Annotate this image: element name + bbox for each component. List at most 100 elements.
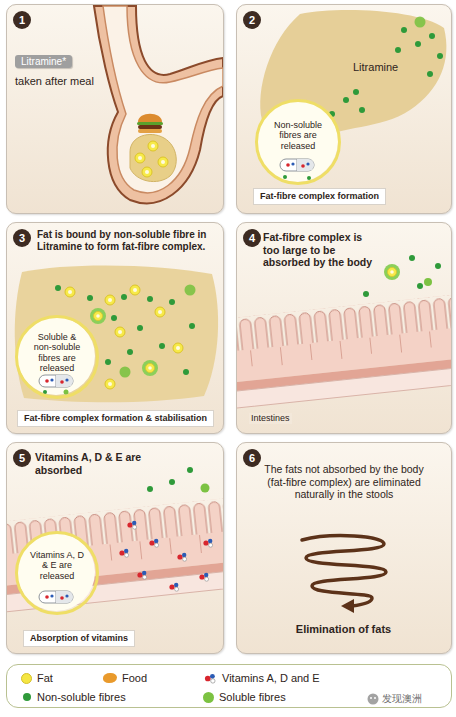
legend-text: Vitamins A, D and E bbox=[222, 672, 320, 684]
legend-text: Soluble fibres bbox=[219, 691, 286, 703]
intestine bbox=[7, 497, 223, 613]
fibre-dot bbox=[187, 467, 193, 473]
panel-text: taken after meal bbox=[15, 75, 107, 88]
detail-bubble: Vitamins A, D & E are released bbox=[15, 531, 99, 615]
fat-dot bbox=[115, 327, 125, 337]
bubble-ground bbox=[256, 100, 338, 182]
vitamin-molecule bbox=[203, 539, 212, 547]
step-number-text: 1 bbox=[19, 15, 25, 26]
fibre-dot bbox=[127, 349, 133, 355]
stomach-lumen bbox=[103, 6, 223, 193]
intestine-layer bbox=[237, 367, 451, 409]
fat-dot bbox=[105, 295, 115, 305]
vitamin-molecule bbox=[127, 521, 136, 529]
fibre-dot bbox=[415, 41, 421, 47]
step-panel: The fats not absorbed by the body (fat-f… bbox=[236, 442, 452, 654]
vitamin-icon-atom bbox=[211, 678, 215, 682]
fat-dot bbox=[158, 157, 168, 167]
soluble-dot bbox=[415, 17, 426, 28]
vitamin-icon bbox=[203, 673, 217, 684]
band-text: Fat-fibre complex formation bbox=[260, 191, 379, 201]
panel-text: Litramine bbox=[353, 61, 425, 74]
fat-dot bbox=[135, 153, 145, 163]
watermark-icon bbox=[374, 697, 376, 699]
legend-swatch bbox=[103, 673, 117, 683]
fibre-dot bbox=[55, 285, 61, 291]
panel-text: Intestines bbox=[249, 413, 292, 424]
fibre-dot bbox=[189, 323, 195, 329]
elimination-swirl bbox=[302, 536, 386, 606]
litramine-blob bbox=[15, 265, 218, 402]
fibre-dot bbox=[343, 97, 349, 103]
stomach-wall bbox=[94, 6, 223, 203]
watermark: 发现澳洲 bbox=[382, 692, 422, 706]
legend-text: Food bbox=[122, 672, 147, 684]
fibre-dot bbox=[283, 175, 287, 179]
step-panel: Vitamins A, D & E are absorbed 5Vitamins … bbox=[6, 442, 224, 654]
capsule bbox=[39, 375, 73, 387]
fibre-dot bbox=[169, 299, 175, 305]
bubble-text: Soluble & non-soluble fibres are release… bbox=[28, 332, 86, 373]
fibre-dot bbox=[307, 176, 311, 180]
vitamin-molecule bbox=[177, 553, 186, 561]
intestine-crypts bbox=[110, 535, 201, 562]
fibre-dot bbox=[159, 343, 165, 349]
fibre-dot bbox=[427, 71, 433, 77]
fibre-dot bbox=[87, 295, 93, 301]
burger-lettuce bbox=[137, 122, 163, 125]
fibre-dot bbox=[363, 291, 369, 297]
panel-text: Fat is bound by non-soluble fibre in Lit… bbox=[37, 229, 219, 253]
caption-band: Fat-fibre complex formation bbox=[253, 188, 386, 205]
watermark-icon bbox=[370, 697, 372, 699]
panel-text: Fat-fibre complex is too large to be abs… bbox=[263, 231, 379, 269]
intestine-crypts bbox=[251, 332, 432, 369]
fibre-dot bbox=[435, 263, 441, 269]
step-number: 1 bbox=[13, 11, 31, 29]
fat-dot bbox=[105, 379, 115, 389]
step-number-text: 5 bbox=[19, 453, 25, 464]
panel-text: The fats not absorbed by the body (fat-f… bbox=[255, 463, 433, 501]
panel-text: Vitamins A, D & E are absorbed bbox=[35, 451, 157, 476]
bubble-ground bbox=[17, 533, 95, 611]
legend-swatch bbox=[23, 693, 31, 701]
legend-item: Fat bbox=[21, 672, 53, 684]
step-number: 2 bbox=[243, 11, 261, 29]
caption-band: Fat-fibre complex formation & stabilisat… bbox=[17, 410, 214, 427]
fibre-dot bbox=[43, 390, 47, 394]
watermark-icon bbox=[368, 694, 379, 705]
legend-swatch bbox=[203, 692, 214, 703]
fat-fibre-complex bbox=[90, 308, 106, 324]
band-text: Fat-fibre complex formation & stabilisat… bbox=[24, 413, 207, 423]
panel-ground bbox=[6, 4, 224, 214]
step-number: 5 bbox=[13, 449, 31, 467]
soluble-dot bbox=[424, 278, 432, 286]
fat-dot bbox=[130, 285, 140, 295]
tag-text: Litramine* bbox=[21, 56, 66, 67]
fibre-dot bbox=[121, 294, 127, 300]
intestine bbox=[237, 294, 451, 409]
band-text: Absorption of vitamins bbox=[30, 633, 128, 643]
fibre-dot bbox=[395, 47, 401, 53]
fat-dot bbox=[155, 307, 165, 317]
food-mass bbox=[130, 134, 176, 181]
fat-fibre-complex bbox=[384, 264, 400, 280]
caption-band: Absorption of vitamins bbox=[23, 630, 135, 647]
step-panel: Fat is bound by non-soluble fibre in Lit… bbox=[6, 222, 224, 434]
vitamin-molecule bbox=[169, 583, 178, 591]
panel-ground bbox=[6, 222, 224, 434]
capsule bbox=[39, 591, 73, 603]
elimination-arrowhead bbox=[341, 599, 354, 613]
vitamin-molecule bbox=[137, 571, 146, 579]
burger-bun bbox=[138, 129, 162, 133]
fat-dot bbox=[142, 167, 152, 177]
fat-dot bbox=[173, 343, 183, 353]
vitamin-molecule bbox=[119, 549, 128, 557]
fibre-dot bbox=[353, 89, 359, 95]
burger-bun bbox=[138, 114, 162, 122]
fat-dot bbox=[65, 287, 75, 297]
fibre-dot bbox=[417, 283, 423, 289]
step-number-text: 3 bbox=[19, 233, 25, 244]
capsule bbox=[280, 159, 314, 171]
fibre-dot bbox=[329, 111, 335, 117]
